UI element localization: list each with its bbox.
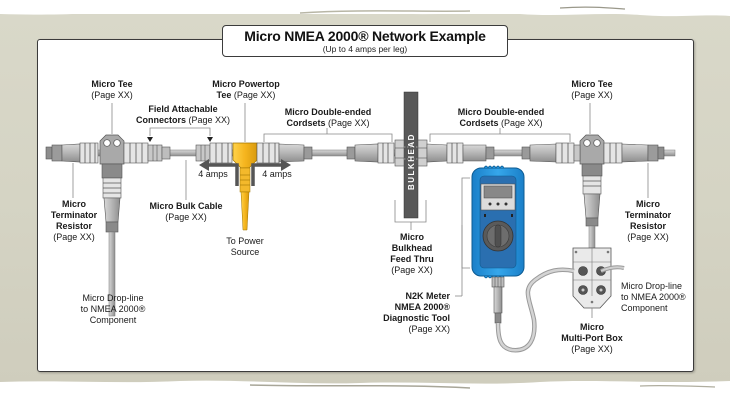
title-box: Micro NMEA 2000® Network Example (Up to …: [222, 25, 508, 57]
cordset-right-b: [521, 142, 575, 164]
diagram-subtitle: (Up to 4 amps per leg): [322, 44, 408, 54]
label-amps-left: 4 amps: [198, 169, 228, 179]
multi-port-drop-cable: [600, 265, 625, 273]
bulkhead-feed-thru: [394, 139, 428, 167]
bulkhead-text: BULKHEAD: [407, 133, 416, 190]
diagram-panel: [37, 39, 694, 372]
torn-paper-bottom: [0, 380, 730, 400]
cordset-left-b: [346, 142, 395, 164]
micro-tee-left: [99, 134, 163, 317]
powertop-tee: [232, 142, 258, 231]
amps-arrow-left: [199, 159, 239, 186]
leader-lines: [72, 103, 649, 318]
cordset-left-a: [256, 142, 313, 164]
field-connector-b: [195, 142, 233, 164]
arrowhead-right: [207, 137, 213, 142]
label-micro-tee-right: Micro Tee(Page XX): [571, 79, 613, 100]
label-amps-right: 4 amps: [262, 169, 292, 179]
n2k-meter: [471, 165, 525, 288]
multi-port-box: [572, 247, 612, 309]
terminator-right: [621, 143, 665, 163]
amps-arrow-right: [251, 159, 291, 186]
field-connector-a: [161, 146, 171, 160]
cordset-right-a: [426, 142, 495, 164]
arrowhead-left: [147, 137, 153, 142]
label-micro-tee-left: Micro Tee(Page XX): [91, 79, 133, 100]
meter-cable: [493, 267, 575, 353]
diagram-title: Micro NMEA 2000® Network Example: [244, 28, 486, 44]
terminator-left: [45, 142, 99, 164]
label-bulk-cable: Micro Bulk Cable(Page XX): [149, 201, 223, 222]
micro-tee-right: [573, 134, 623, 249]
torn-paper-top: [0, 0, 730, 17]
